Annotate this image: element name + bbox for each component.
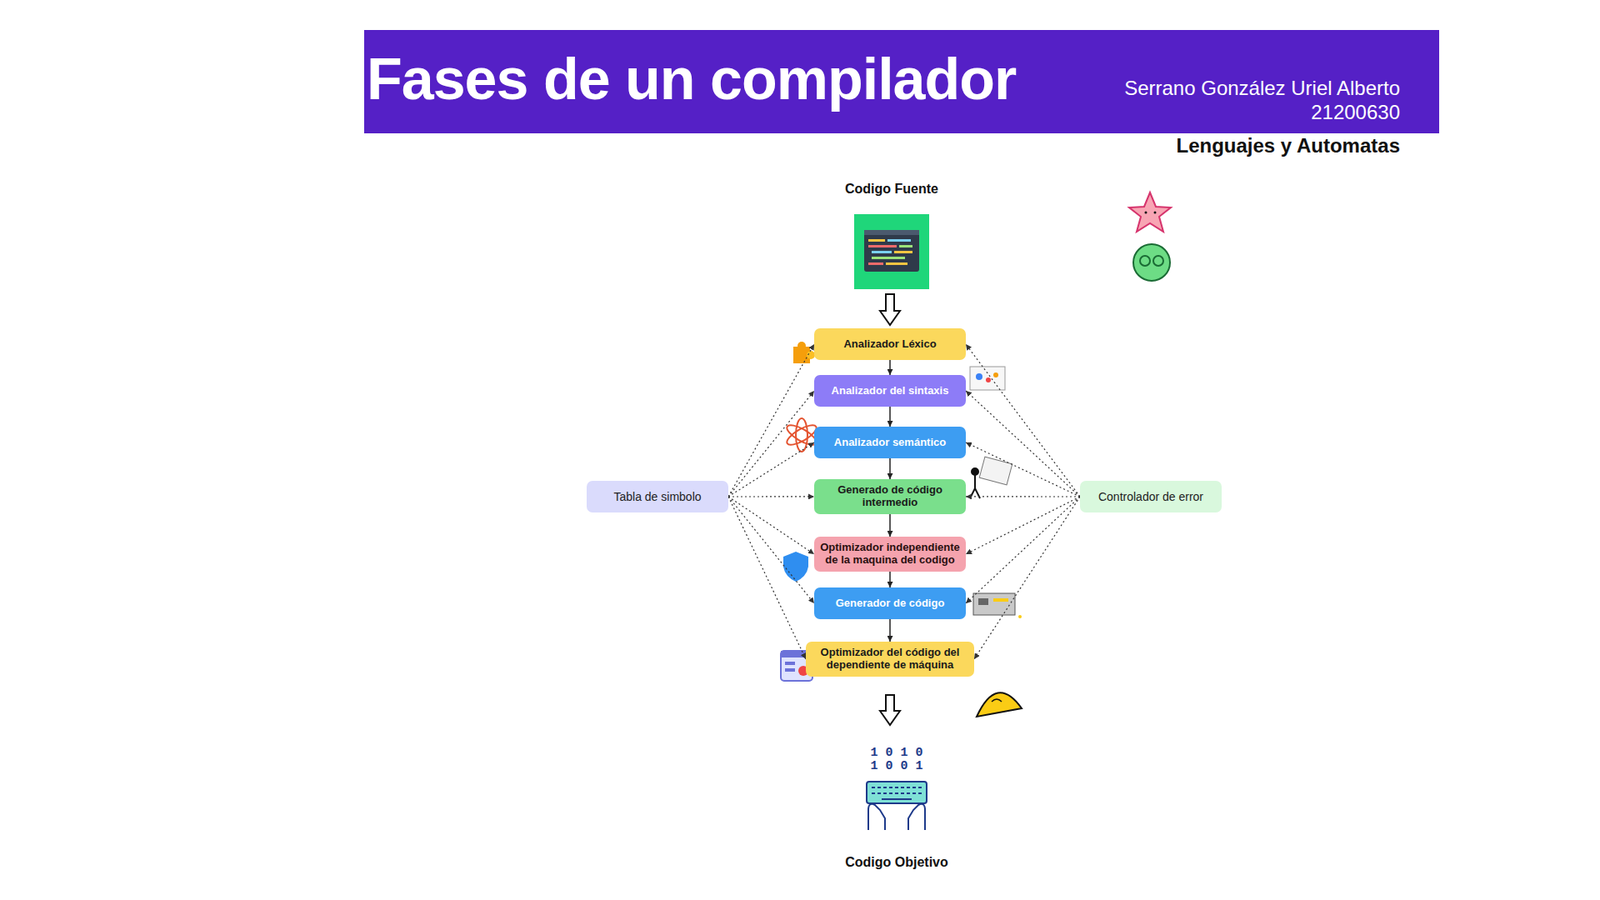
- phase-box: Optimizador independiente de la maquina …: [814, 536, 966, 572]
- box-text: Analizador semántico: [834, 436, 946, 450]
- keyboard-icon: [866, 781, 927, 830]
- dotted-connector: [728, 390, 815, 497]
- box-text: Generado de código intermedio: [818, 484, 962, 510]
- dotted-connector: [965, 496, 1080, 604]
- box-text: Generador de código: [835, 597, 945, 610]
- flow-arrow: [880, 294, 900, 325]
- figure-sticker: [970, 456, 1013, 499]
- student-id: 21200630: [1310, 100, 1400, 125]
- binary-digits: 1 0 1 0: [771, 745, 1022, 760]
- box-text: Controlador de error: [1098, 490, 1204, 504]
- dotted-connector: [965, 496, 1080, 555]
- flow-connector: [889, 514, 891, 537]
- dotted-connector: [728, 496, 806, 660]
- flow-connector: [889, 406, 891, 427]
- flow-connector: [889, 360, 891, 375]
- dotted-connector: [965, 344, 1080, 497]
- fan-sticker: [976, 692, 1022, 717]
- dotted-connector: [974, 496, 1080, 660]
- dotted-connector: [965, 442, 1080, 497]
- dotted-connector: [965, 495, 1080, 497]
- face-sticker: [1133, 244, 1170, 281]
- dotted-connector: [728, 344, 815, 497]
- machine-sticker: [973, 593, 1022, 619]
- author-name: Serrano González Uriel Alberto: [1124, 76, 1400, 100]
- target-label: Codigo Objetivo: [771, 855, 1022, 870]
- phase-box: Analizador semántico: [814, 426, 966, 459]
- box-text: Optimizador independiente de la maquina …: [818, 541, 962, 567]
- box-text: Tabla de simbolo: [613, 490, 701, 504]
- box-text: Optimizador del código del dependiente d…: [810, 646, 970, 672]
- subject-label: Lenguajes y Automatas: [1175, 134, 1400, 158]
- phase-box: Generado de código intermedio: [814, 479, 966, 515]
- flow-connector: [889, 458, 891, 480]
- source-code-icon: [854, 214, 930, 290]
- star-sticker: [1129, 192, 1171, 232]
- binary-digits: 1 0 0 1: [771, 759, 1022, 774]
- error-handler-box: Controlador de error: [1080, 480, 1222, 513]
- title: Fases de un compilador: [366, 45, 1016, 113]
- shield-sticker: [783, 551, 809, 582]
- puzzle-sticker: [793, 341, 815, 364]
- flow-connector: [889, 619, 891, 642]
- flow-arrow: [880, 695, 900, 725]
- dotted-connector: [728, 496, 815, 555]
- phase-box: Optimizador del código del dependiente d…: [805, 641, 975, 677]
- dotted-connector: [728, 442, 815, 497]
- scribble-sticker: [970, 366, 1005, 390]
- phase-box: Analizador Léxico: [814, 328, 966, 360]
- dotted-connector: [728, 495, 815, 497]
- dotted-connector: [965, 390, 1080, 497]
- flow-connector: [889, 571, 891, 588]
- box-text: Analizador Léxico: [843, 338, 936, 351]
- source-label: Codigo Fuente: [766, 181, 1017, 197]
- box-text: Analizador del sintaxis: [831, 385, 950, 398]
- phase-box: Analizador del sintaxis: [814, 375, 966, 407]
- phase-box: Generador de código: [814, 587, 966, 620]
- symbol-table-box: Tabla de simbolo: [586, 480, 729, 513]
